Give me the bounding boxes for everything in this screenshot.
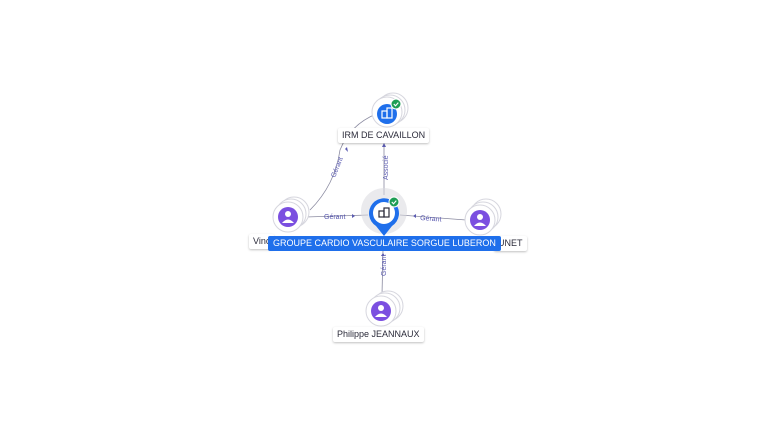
person-icon <box>278 207 298 227</box>
edge-label-center-to-irm: Associé <box>383 155 390 180</box>
node-label-center-company[interactable]: GROUPE CARDIO VASCULAIRE SORGUE LUBERON <box>268 236 501 251</box>
node-philippe-jeannaux[interactable] <box>365 290 404 327</box>
node-label-irm-de-cavaillon[interactable]: IRM DE CAVAILLON <box>338 128 430 143</box>
company-icon <box>378 207 390 218</box>
node-person-right[interactable] <box>464 198 502 236</box>
node-center-company[interactable] <box>361 188 407 236</box>
edge-right-to-center <box>399 214 467 221</box>
arrow-to-irm-from-left <box>345 147 348 152</box>
edge-label-left-to-center: Gérant <box>324 214 345 221</box>
verified-check-icon <box>388 196 400 208</box>
node-person-left[interactable] <box>272 196 310 233</box>
person-icon <box>470 210 490 230</box>
arrow-to-center-from-left <box>352 214 355 218</box>
edge-label-right-to-center: Gérant <box>420 215 442 223</box>
edge-label-bottom-to-center: Gérant <box>381 255 388 276</box>
verified-check-icon <box>390 98 402 110</box>
node-label-person-right[interactable]: UNET <box>494 236 527 251</box>
node-irm-de-cavaillon[interactable] <box>371 92 409 128</box>
edge-label-left-to-irm: Gérant <box>330 156 345 179</box>
edge-left-to-center <box>305 214 369 218</box>
person-icon <box>371 301 391 321</box>
arrow-to-center-from-bottom <box>381 253 385 256</box>
arrow-to-irm-from-center <box>382 143 386 147</box>
edge-bottom-to-center <box>381 249 384 296</box>
node-label-philippe-jeannaux[interactable]: Philippe JEANNAUX <box>333 327 424 342</box>
edge-left-to-irm <box>309 113 377 211</box>
arrow-to-center-from-right <box>413 214 416 218</box>
company-icon <box>377 104 397 124</box>
